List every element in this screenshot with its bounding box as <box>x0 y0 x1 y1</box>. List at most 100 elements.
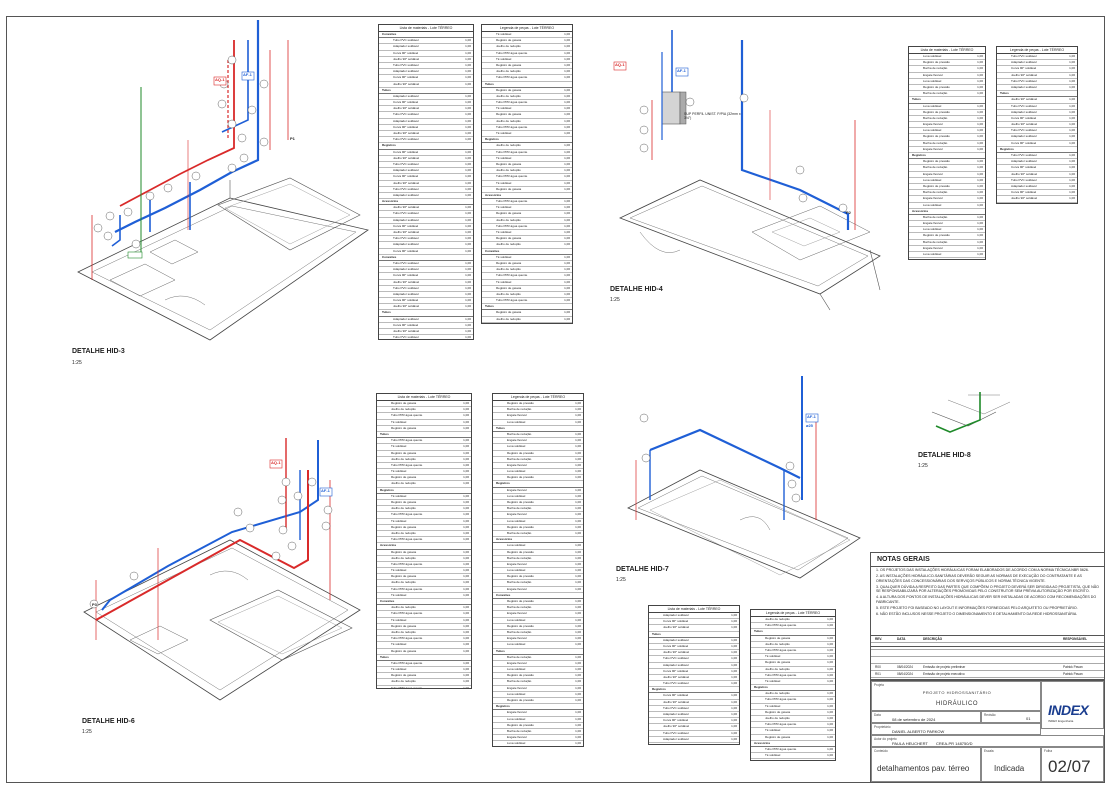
table-section: Tubos <box>649 632 739 638</box>
table-header: Lista de materiais - Lote TÉRREO <box>377 394 471 401</box>
sheet-cell: Folha 02/07 <box>1041 747 1104 782</box>
pipe-tag-af-6: AF-1 <box>321 488 330 493</box>
table-section: Registros <box>649 687 739 694</box>
logo-wordmark: INDEX <box>1048 702 1089 718</box>
author-cell: Autor do projeto PAULA HEUCHERT CREA-PR … <box>871 735 1104 747</box>
rev-date: 08/04/2024 <box>897 665 913 669</box>
note-item: 4. A ALTURA DOS PONTOS DE INSTALAÇÕES HI… <box>876 595 1097 604</box>
pipe-tag-af-4: AF-1 <box>677 68 686 73</box>
owner-caption: Proprietário <box>874 725 891 729</box>
detail-hid3-scale: 1:25 <box>72 360 82 366</box>
author-value: PAULA HEUCHERT <box>892 741 928 746</box>
table-header: Lista de materiais - Lote TÉRREO <box>649 606 739 613</box>
detail-hid4-drawing <box>613 30 881 311</box>
table-header: Legenda de peças - Lote TÉRREO <box>997 47 1077 54</box>
general-notes: NOTAS GERAIS 1. OS PROJETOS DAS INSTALAÇ… <box>870 552 1105 647</box>
detail-hid4-label: DETALHE HID-4 <box>610 286 663 293</box>
table-section: Registros <box>377 488 471 494</box>
title-block: Projeto PROJETO HIDROSSANITÁRIO HIDRÁULI… <box>870 680 1105 783</box>
pipe-tag-p3: P3 <box>92 602 97 607</box>
table-section: Acessórios <box>482 193 572 200</box>
note-item: 6. NÃO ESTÃO INCLUSOS NESSE PROJETO O DI… <box>876 612 1078 617</box>
revision-row: R00 08/04/2024 Emissão de projeto prelim… <box>871 664 1104 671</box>
table-header: Legenda de peças - Lote TÉRREO <box>493 394 583 401</box>
table-section: Tubos <box>493 426 583 432</box>
detail-hid7-scale: 1:25 <box>616 577 626 583</box>
table-section: Registros <box>493 704 583 711</box>
pipe-tag-aq-6: AQ-1 <box>271 460 281 465</box>
detail-hid7-label: DETALHE HID-7 <box>616 566 669 573</box>
